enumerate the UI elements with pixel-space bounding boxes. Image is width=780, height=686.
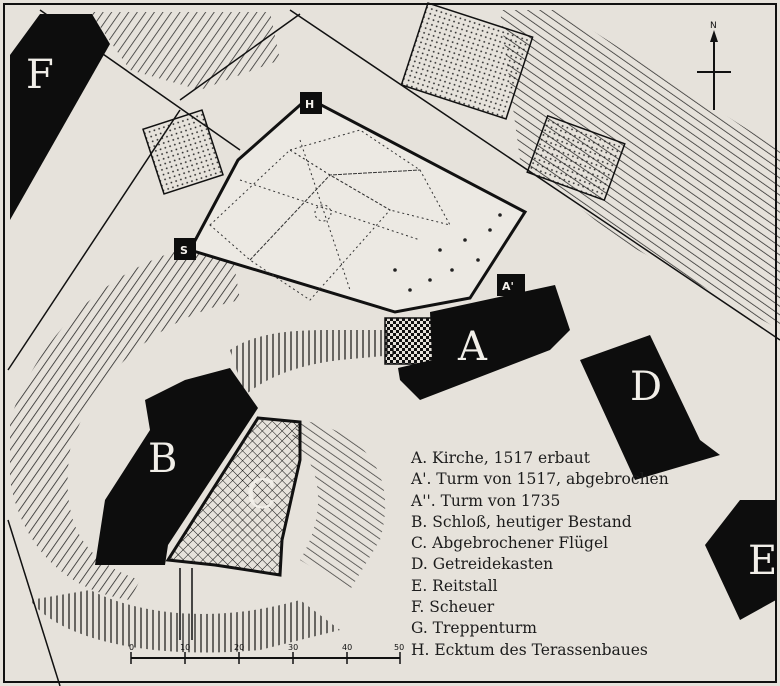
dotted-field — [526, 114, 626, 202]
scale-tick: 10 — [180, 643, 190, 652]
map-legend: A. Kirche, 1517 erbaut A'. Turm von 1517… — [411, 448, 771, 661]
legend-item-g: G. Treppenturm — [411, 619, 537, 638]
dotted-field — [142, 109, 224, 195]
building-a-kirche — [384, 274, 570, 400]
label-a: A — [457, 324, 488, 370]
legend-item-b: B. Schloß, heutiger Bestand — [411, 512, 632, 531]
legend-item-c: C. Abgebrochener Flügel — [411, 534, 609, 553]
legend-item-a2: A''. Turm von 1735 — [411, 491, 561, 510]
label-d: D — [630, 364, 662, 410]
scale-tick: 20 — [234, 643, 244, 652]
north-label: N — [710, 21, 717, 31]
label-b: B — [148, 436, 177, 482]
building-f-scheuer — [10, 14, 110, 220]
dotted-field — [400, 2, 534, 120]
scale-bar — [130, 652, 401, 664]
building-e-reitstall — [705, 500, 776, 620]
label-g: S — [180, 244, 188, 257]
label-f: F — [26, 52, 54, 98]
scale-tick: 40 — [342, 643, 352, 652]
map-frame — [3, 3, 777, 683]
terrace-garden — [174, 92, 528, 314]
legend-item-h: H. Ecktum des Terassenbaues — [411, 640, 648, 659]
scale-tick: 0 — [129, 643, 134, 652]
building-b-schloss — [95, 368, 258, 565]
legend-item-d: D. Getreidekasten — [411, 555, 554, 574]
label-a1: A' — [502, 280, 514, 293]
building-c-fluegel — [165, 416, 302, 577]
label-h: H — [305, 98, 314, 111]
legend-item-e: E. Reitstall — [411, 576, 498, 595]
label-e: E — [748, 538, 777, 584]
label-c: C — [246, 472, 277, 518]
terrain-slopes — [10, 10, 780, 653]
legend-item-a1: A'. Turm von 1517, abgebrochen — [411, 470, 669, 489]
north-arrow — [697, 30, 731, 110]
building-d-getreidekasten — [580, 335, 720, 480]
legend-item-f: F. Scheuer — [411, 598, 495, 617]
legend-item-a: A. Kirche, 1517 erbaut — [411, 449, 591, 467]
scale-tick: 50 — [394, 643, 404, 652]
scale-tick: 30 — [288, 643, 298, 652]
